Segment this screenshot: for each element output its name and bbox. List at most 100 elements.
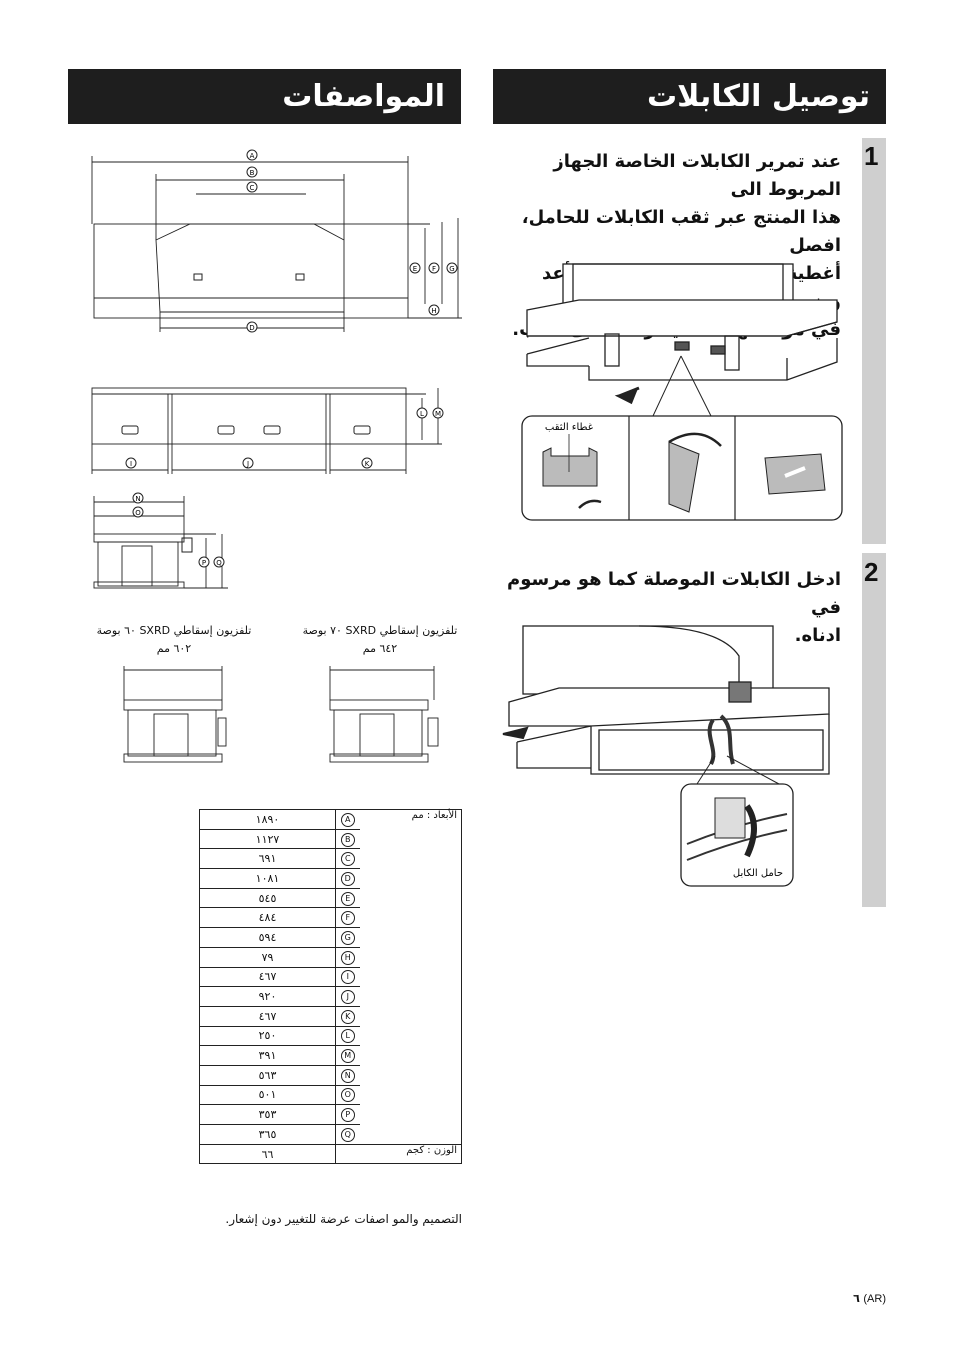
dimension-value: ٤٦٧ bbox=[199, 1005, 336, 1027]
dimension-letter: P bbox=[340, 1108, 355, 1123]
svg-text:Q: Q bbox=[216, 559, 222, 567]
step2-instructions: ادخل الكابلات الموصلة كما هو مرسوم في اد… bbox=[495, 566, 841, 650]
stand-side-view-drawing: N O P Q bbox=[93, 492, 228, 589]
variant-70-model: تلفزيون إسقاطي SXRD ٧٠ بوصة bbox=[302, 624, 458, 637]
variant-70-caption: تلفزيون إسقاطي SXRD ٧٠ بوصة ٦٤٢ مم bbox=[296, 622, 464, 658]
dimension-letter-cell: A bbox=[335, 809, 360, 830]
dimension-value: ١١٢٧ bbox=[199, 828, 336, 850]
dimension-letter-cell: P bbox=[335, 1104, 360, 1125]
dimension-markers: I J K L M bbox=[125, 407, 444, 469]
dimension-letter: Q bbox=[340, 1127, 355, 1142]
dimension-value: ٤٨٤ bbox=[199, 907, 336, 929]
dimension-value: ٥٤٥ bbox=[199, 887, 336, 909]
table-row: ٤٨٤ F bbox=[199, 907, 462, 929]
dimension-letter: M bbox=[340, 1049, 355, 1064]
weight-label: الوزن : كجم bbox=[335, 1143, 462, 1165]
svg-text:G: G bbox=[449, 265, 454, 273]
dimension-value: ١٠٨١ bbox=[199, 868, 336, 889]
step2-line: ادناه. bbox=[794, 625, 841, 646]
svg-text:K: K bbox=[365, 460, 370, 468]
variant-60-caption: تلفزيون إسقاطي SXRD ٦٠ بوصة ٦٠٢ مم bbox=[90, 622, 258, 658]
dimension-letter: D bbox=[340, 871, 355, 886]
step2-cable-illustration: حامل الكابل bbox=[502, 625, 830, 887]
dimension-value: ٥٠١ bbox=[199, 1084, 336, 1106]
dimension-letter: I bbox=[340, 970, 355, 985]
dimension-letter: F bbox=[340, 911, 355, 926]
dimension-letter-cell: H bbox=[335, 946, 360, 968]
step-number-2: 2 bbox=[864, 557, 879, 587]
svg-text:P: P bbox=[202, 559, 206, 567]
dimension-letter: E bbox=[340, 891, 355, 906]
dimension-value: ٤٦٧ bbox=[199, 966, 336, 988]
dimension-letter: H bbox=[340, 950, 355, 965]
hole-cover-label: غطاء الثقب bbox=[545, 422, 593, 433]
step1-line: عند تمرير الكابلات الخاصة الجهاز المربوط… bbox=[553, 151, 841, 200]
stand-front-view-drawing: I J K L M bbox=[91, 387, 444, 474]
table-row: ٣٥٣ P bbox=[199, 1104, 462, 1125]
cable-holder-label: حامل الكابل bbox=[733, 868, 783, 879]
dimension-letter-cell: K bbox=[335, 1005, 360, 1027]
svg-text:M: M bbox=[435, 410, 441, 418]
step1-stand-illustration: غطاء الثقب bbox=[521, 263, 843, 521]
dimension-letter-cell: L bbox=[335, 1025, 360, 1047]
svg-text:L: L bbox=[420, 410, 424, 418]
table-row: ٤٦٧ K bbox=[199, 1005, 462, 1027]
dimension-value: ٩٢٠ bbox=[199, 986, 336, 1007]
dimension-letter-cell: J bbox=[335, 986, 360, 1007]
page-number: ٦ bbox=[853, 1292, 860, 1305]
language-code: (AR) bbox=[863, 1293, 886, 1305]
svg-text:E: E bbox=[413, 265, 417, 273]
svg-text:I: I bbox=[130, 460, 132, 468]
dimension-letter: A bbox=[340, 812, 355, 827]
stand-top-view-drawing: A B C D E F G H bbox=[91, 149, 462, 333]
dimension-value: ٣٩١ bbox=[199, 1045, 336, 1066]
table-row: ٥٤٥ E bbox=[199, 887, 462, 909]
svg-text:F: F bbox=[432, 265, 436, 273]
dimension-letter-cell: C bbox=[335, 848, 360, 870]
dimension-letter: G bbox=[340, 930, 355, 945]
table-row: ٥٩٤ G bbox=[199, 927, 462, 948]
dimension-value: ٢٥٠ bbox=[199, 1025, 336, 1047]
svg-text:B: B bbox=[250, 169, 255, 177]
dimension-letter-cell: E bbox=[335, 887, 360, 909]
dimension-value: ٦٩١ bbox=[199, 848, 336, 870]
dimension-value: ٣٥٣ bbox=[199, 1104, 336, 1125]
dimension-value: ١٨٩٠ bbox=[199, 809, 336, 830]
section-header-specifications: المواصفات bbox=[68, 69, 461, 124]
dimension-markers: N O P Q bbox=[132, 492, 225, 568]
dimension-value: ٥٦٣ bbox=[199, 1064, 336, 1086]
dimension-letter-cell: F bbox=[335, 907, 360, 929]
step1-line: هذا المنتج عبر ثقب الكابلات للحامل، افصل bbox=[521, 207, 841, 256]
variant-60-depth: ٦٠٢ مم bbox=[156, 642, 192, 655]
dimension-letter: L bbox=[340, 1029, 355, 1044]
svg-text:A: A bbox=[250, 152, 255, 160]
dimension-value: ٥٩٤ bbox=[199, 927, 336, 948]
svg-text:D: D bbox=[249, 324, 254, 332]
variant-70-depth: ٦٤٢ مم bbox=[362, 642, 398, 655]
variant-70-side-drawing bbox=[329, 666, 439, 763]
section-title: توصيل الكابلات bbox=[647, 79, 870, 114]
table-row: ١٨٩٠ A الأبعاد : مم bbox=[199, 809, 462, 1145]
specification-note: التصميم والمو اصفات عرضة للتغيير دون إشع… bbox=[225, 1212, 462, 1226]
svg-text:N: N bbox=[135, 495, 140, 503]
dimension-letter: O bbox=[340, 1088, 355, 1103]
dimension-letter: C bbox=[340, 852, 355, 867]
variant-60-side-drawing bbox=[123, 666, 227, 763]
page-footer: ٦ (AR) bbox=[800, 1292, 886, 1305]
svg-text:H: H bbox=[431, 307, 436, 315]
svg-text:O: O bbox=[135, 509, 141, 517]
dimension-letter-cell: D bbox=[335, 868, 360, 889]
table-row: ١٠٨١ D bbox=[199, 868, 462, 889]
dimension-markers: A B C D E F G H bbox=[246, 149, 458, 333]
dimension-letter-cell: B bbox=[335, 828, 360, 850]
step-sidebar-1 bbox=[862, 138, 886, 544]
dimension-letter: K bbox=[340, 1009, 355, 1024]
section-header-cable-connection: توصيل الكابلات bbox=[493, 69, 886, 124]
dimension-letter-cell: M bbox=[335, 1045, 360, 1066]
dimensions-unit-label: الأبعاد : مم bbox=[359, 809, 462, 1145]
dimension-letter-cell: N bbox=[335, 1064, 360, 1086]
